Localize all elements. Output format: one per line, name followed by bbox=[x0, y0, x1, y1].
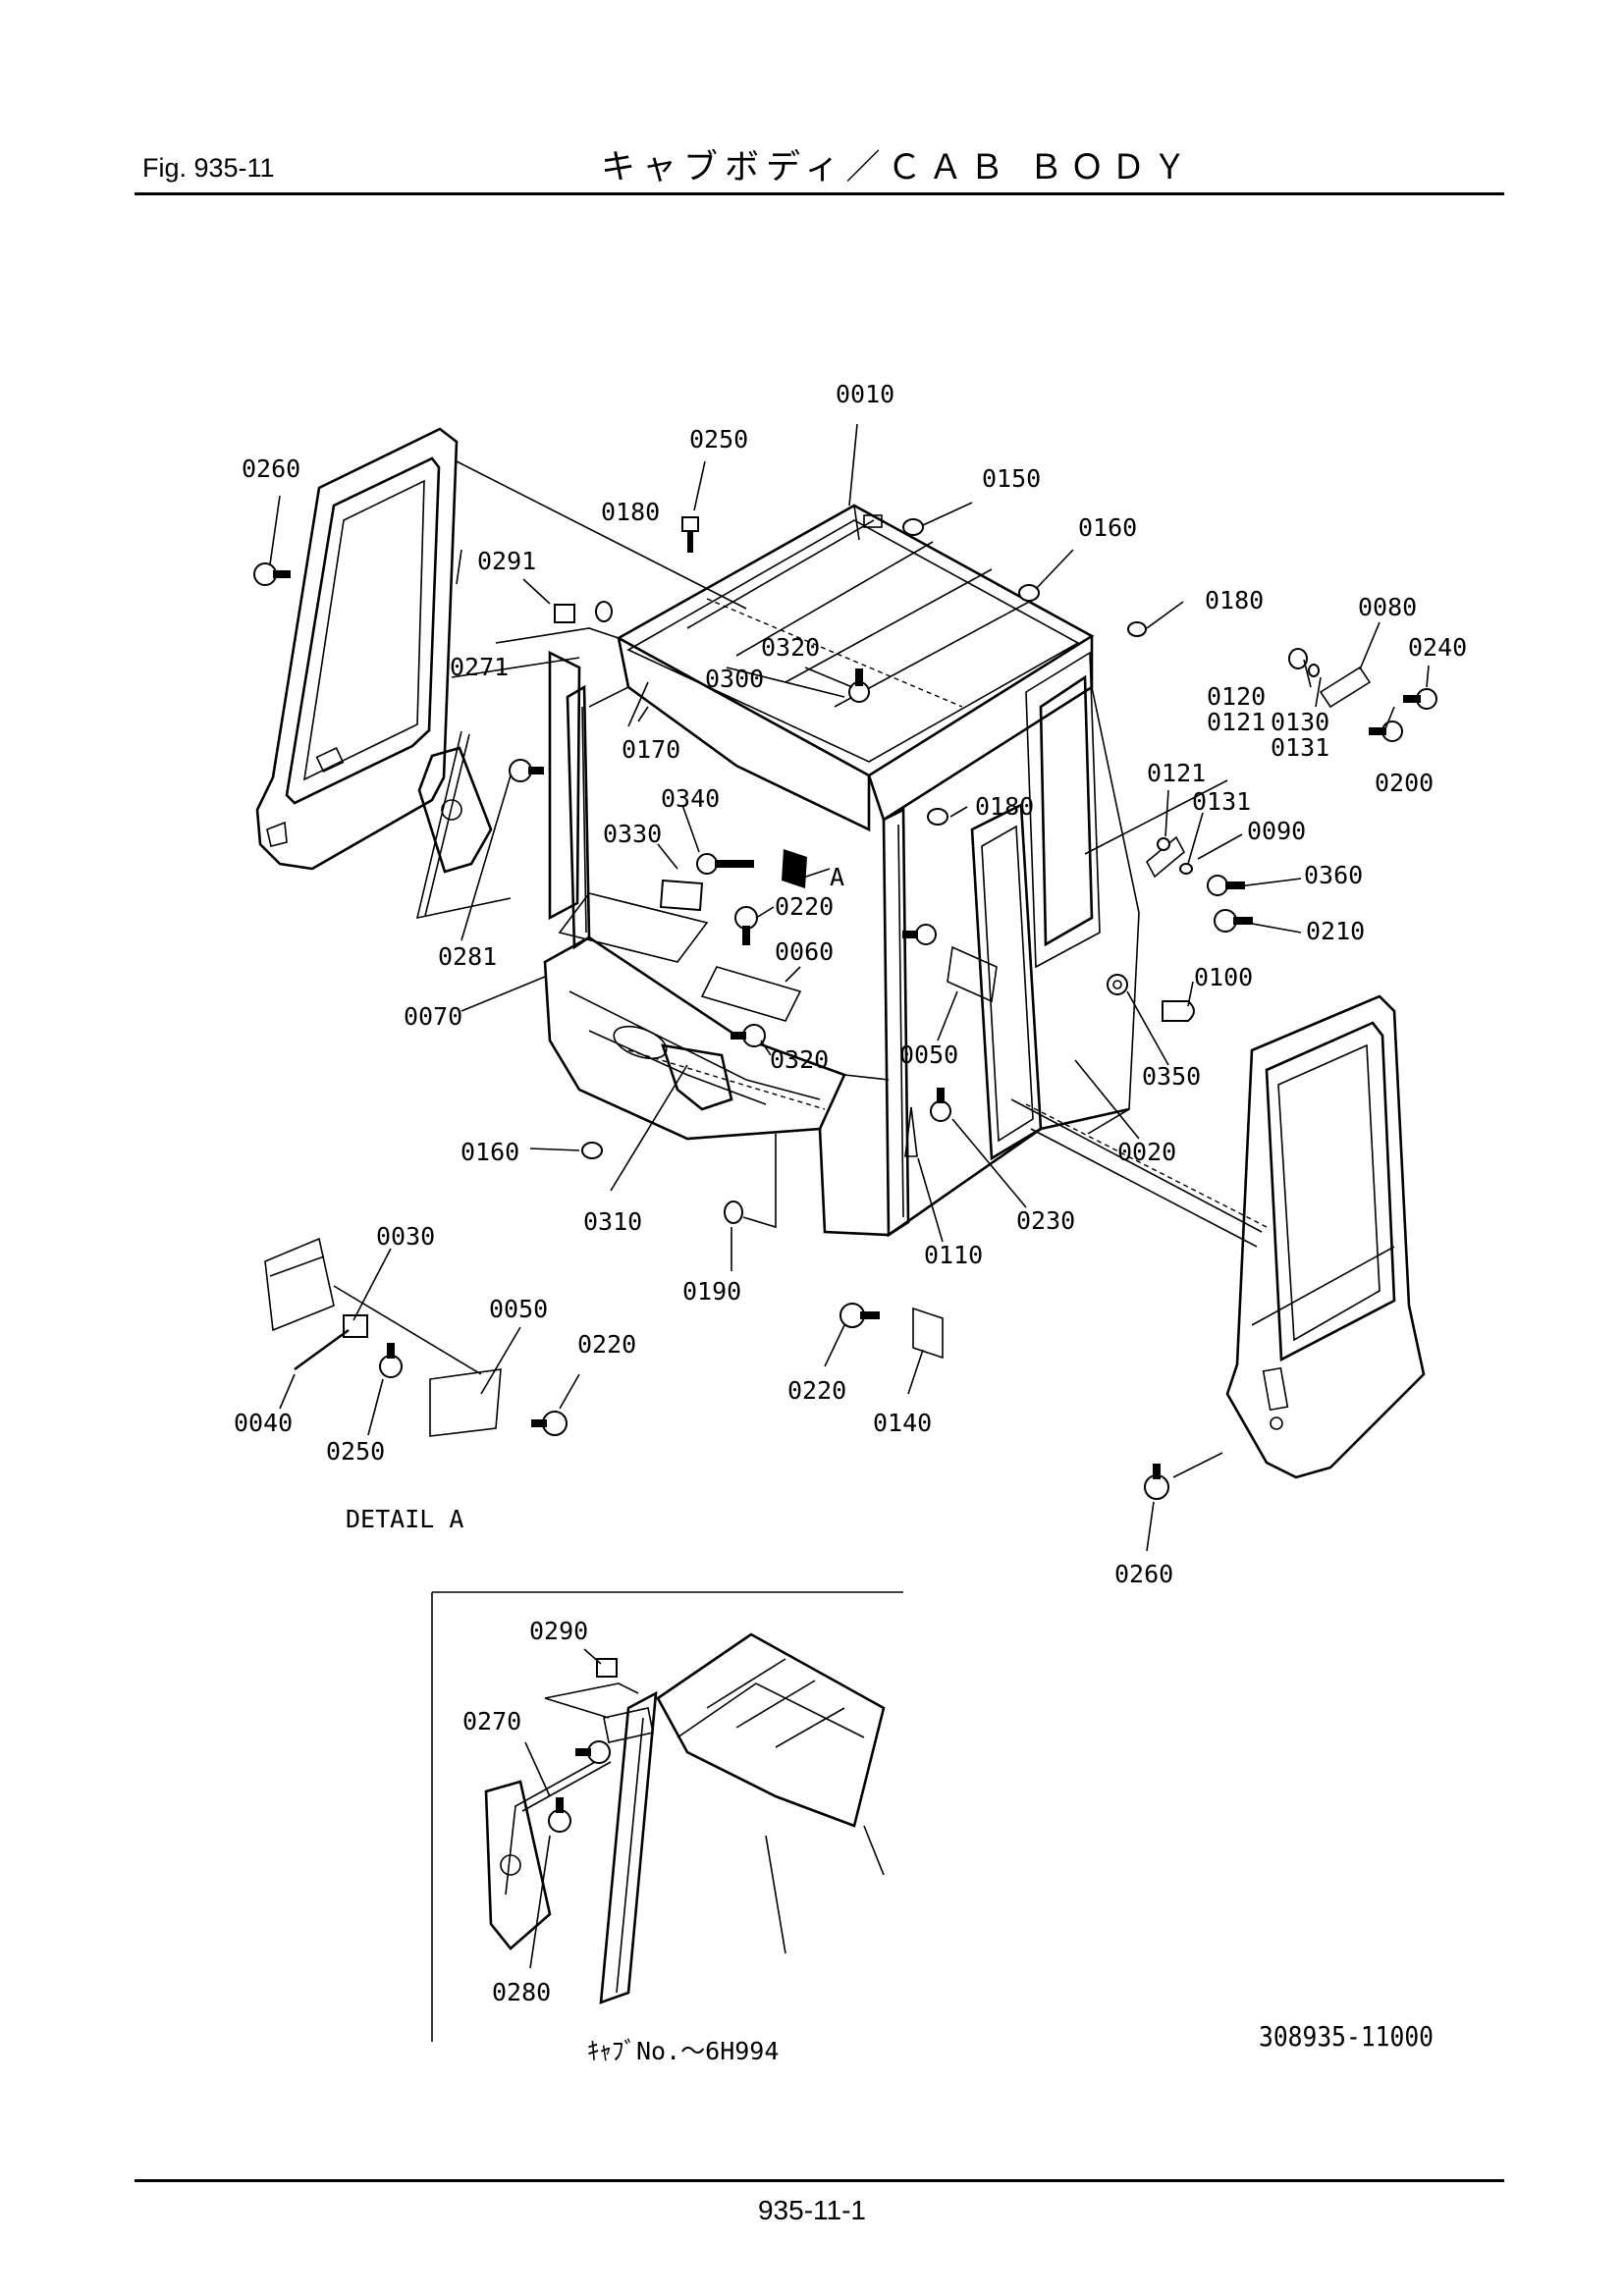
callout-0271: 0271 bbox=[450, 653, 509, 681]
callout-0050: 0050 bbox=[489, 1295, 548, 1323]
callout-0160: 0160 bbox=[460, 1138, 519, 1166]
callout-0220: 0220 bbox=[787, 1376, 846, 1405]
callout-0121: 0121 bbox=[1207, 708, 1266, 736]
callout-0240: 0240 bbox=[1408, 633, 1467, 662]
callout-0160: 0160 bbox=[1078, 513, 1137, 542]
callout-0140: 0140 bbox=[873, 1409, 932, 1437]
callout-0350: 0350 bbox=[1142, 1062, 1201, 1091]
callout-0320: 0320 bbox=[770, 1045, 829, 1074]
callout-0200: 0200 bbox=[1375, 769, 1434, 797]
fasteners bbox=[253, 516, 1437, 1833]
callout-0250: 0250 bbox=[689, 425, 748, 454]
callout-0250: 0250 bbox=[326, 1437, 385, 1466]
inset-caption: ｷｬﾌﾞNo.～6H994 bbox=[587, 2037, 779, 2065]
footer-rule bbox=[135, 2179, 1504, 2182]
callout-0180: 0180 bbox=[975, 792, 1034, 821]
callout-0220: 0220 bbox=[775, 892, 834, 921]
callout-0131: 0131 bbox=[1271, 733, 1329, 762]
drawing-code: 308935-11000 bbox=[1259, 2020, 1435, 2053]
callout-0220: 0220 bbox=[577, 1330, 636, 1359]
part-callouts: 0010 0250 0150 0260 0180 0160 0291 0180 … bbox=[234, 380, 1467, 2065]
callout-0180: 0180 bbox=[1205, 586, 1264, 614]
callout-0150: 0150 bbox=[982, 464, 1041, 493]
callout-0050: 0050 bbox=[899, 1041, 958, 1069]
left-door bbox=[255, 427, 459, 871]
page-title: キャブボディ／ＣＡＢ ＢＯＤＹ bbox=[601, 148, 1194, 187]
callout-0230: 0230 bbox=[1016, 1206, 1075, 1235]
page-number: 935-11-1 bbox=[757, 2195, 866, 2225]
callout-0290: 0290 bbox=[529, 1617, 588, 1645]
callout-0270: 0270 bbox=[462, 1707, 521, 1735]
callout-0090: 0090 bbox=[1247, 817, 1306, 845]
callout-0120: 0120 bbox=[1207, 682, 1266, 711]
callout-0260: 0260 bbox=[242, 454, 300, 483]
mirror-assembly bbox=[415, 650, 581, 921]
callout-0210: 0210 bbox=[1306, 917, 1365, 945]
callout-0121: 0121 bbox=[1147, 759, 1206, 787]
detail-a-label: DETAIL A bbox=[346, 1505, 463, 1533]
callout-0110: 0110 bbox=[924, 1241, 983, 1269]
callout-0170: 0170 bbox=[622, 735, 680, 764]
figure-number: Fig. 935-11 bbox=[142, 153, 275, 183]
callout-0080: 0080 bbox=[1358, 593, 1417, 621]
callout-0340: 0340 bbox=[661, 784, 720, 813]
callout-0281: 0281 bbox=[438, 942, 497, 971]
callout-0291: 0291 bbox=[477, 547, 536, 575]
callout-0190: 0190 bbox=[682, 1277, 741, 1306]
inset-frame bbox=[431, 1591, 903, 2042]
callout-0060: 0060 bbox=[775, 937, 834, 966]
callout-0260: 0260 bbox=[1114, 1560, 1173, 1588]
callout-0100: 0100 bbox=[1194, 963, 1253, 991]
detail-a-drawing bbox=[264, 1237, 502, 1437]
callout-0310: 0310 bbox=[583, 1207, 642, 1236]
callout-0330: 0330 bbox=[603, 820, 662, 848]
right-door bbox=[1225, 994, 1426, 1479]
callout-0180: 0180 bbox=[601, 498, 660, 526]
callout-0280: 0280 bbox=[492, 1978, 551, 2006]
cab-frame bbox=[543, 504, 1140, 1238]
callout-0040: 0040 bbox=[234, 1409, 293, 1437]
callout-0030: 0030 bbox=[376, 1222, 435, 1251]
callout-a: A bbox=[830, 863, 844, 891]
header-rule bbox=[135, 192, 1504, 195]
callout-0131: 0131 bbox=[1192, 787, 1251, 816]
callout-0070: 0070 bbox=[404, 1002, 462, 1031]
callout-0130: 0130 bbox=[1271, 708, 1329, 736]
callout-0020: 0020 bbox=[1117, 1138, 1176, 1166]
leader-lines bbox=[269, 423, 1430, 1969]
callout-0300: 0300 bbox=[705, 665, 764, 693]
callout-0360: 0360 bbox=[1304, 861, 1363, 889]
callout-0320: 0320 bbox=[761, 633, 820, 662]
callout-0010: 0010 bbox=[836, 380, 894, 408]
